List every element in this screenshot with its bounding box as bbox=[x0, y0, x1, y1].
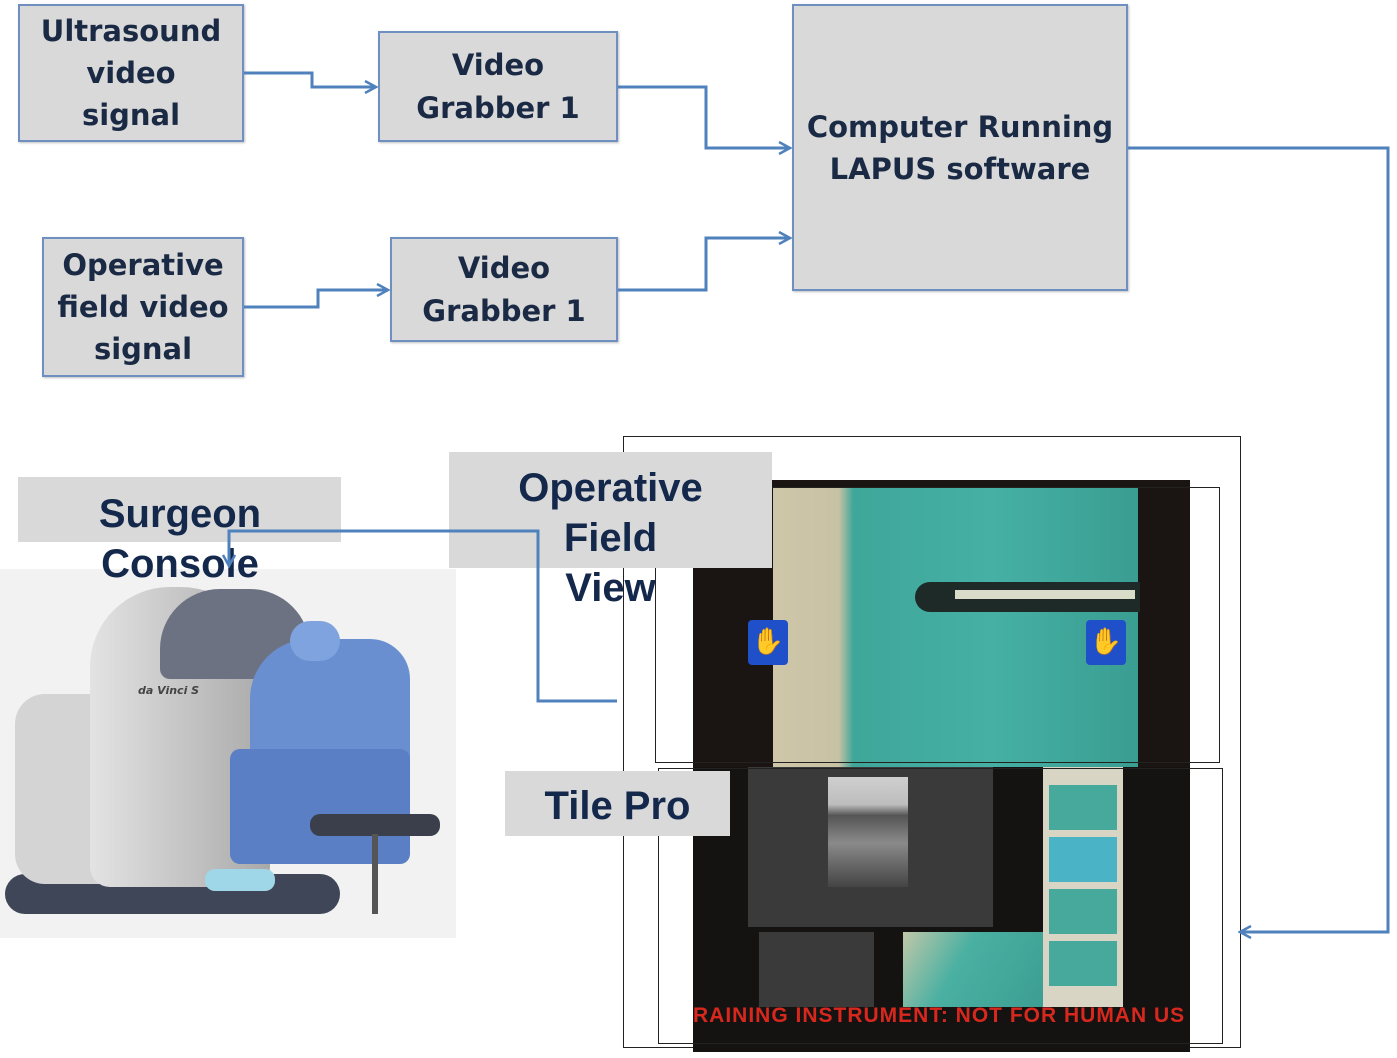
surgeon-console-photo: da Vinci S bbox=[0, 569, 456, 938]
arrow-grabber-top-to-computer bbox=[618, 85, 790, 148]
arrow-ultrasound-to-grabber bbox=[244, 71, 376, 87]
video-grabber-top-label: Video Grabber 1 bbox=[416, 48, 580, 125]
video-grabber-top-box: Video Grabber 1 bbox=[378, 31, 618, 142]
arrow-operative-to-grabber bbox=[244, 290, 388, 309]
console-brand-logo: da Vinci S bbox=[138, 684, 200, 697]
surgeon-console-label: Surgeon Console bbox=[98, 492, 262, 586]
hand-icon-left: ✋ bbox=[748, 620, 788, 665]
operative-signal-box: Operative field video signal bbox=[42, 237, 244, 377]
computer-label: Computer Running LAPUS software bbox=[806, 110, 1114, 187]
ultrasound-signal-box: Ultrasound video signal bbox=[18, 4, 244, 142]
tile-pro-label: Tile Pro bbox=[505, 771, 730, 836]
computer-box: Computer Running LAPUS software bbox=[792, 4, 1128, 291]
video-grabber-bottom-box: Video Grabber 1 bbox=[390, 237, 618, 342]
operative-signal-label: Operative field video signal bbox=[57, 247, 229, 367]
arrow-grabber-bottom-to-computer bbox=[618, 238, 790, 292]
operative-field-view-label: Operative Field View bbox=[518, 466, 703, 610]
ultrasound-image bbox=[748, 767, 993, 927]
training-warning-text: RAINING INSTRUMENT: NOT FOR HUMAN US bbox=[693, 1004, 1186, 1027]
hand-icon-right: ✋ bbox=[1086, 620, 1126, 665]
video-grabber-bottom-label: Video Grabber 1 bbox=[422, 251, 586, 328]
operative-field-screen: ✋ ✋ bbox=[693, 480, 1190, 770]
tile-pro-screen: RAINING INSTRUMENT: NOT FOR HUMAN US bbox=[693, 767, 1190, 1052]
ultrasound-signal-label: Ultrasound video signal bbox=[40, 13, 222, 133]
tile-pro-frame bbox=[658, 768, 1223, 1044]
